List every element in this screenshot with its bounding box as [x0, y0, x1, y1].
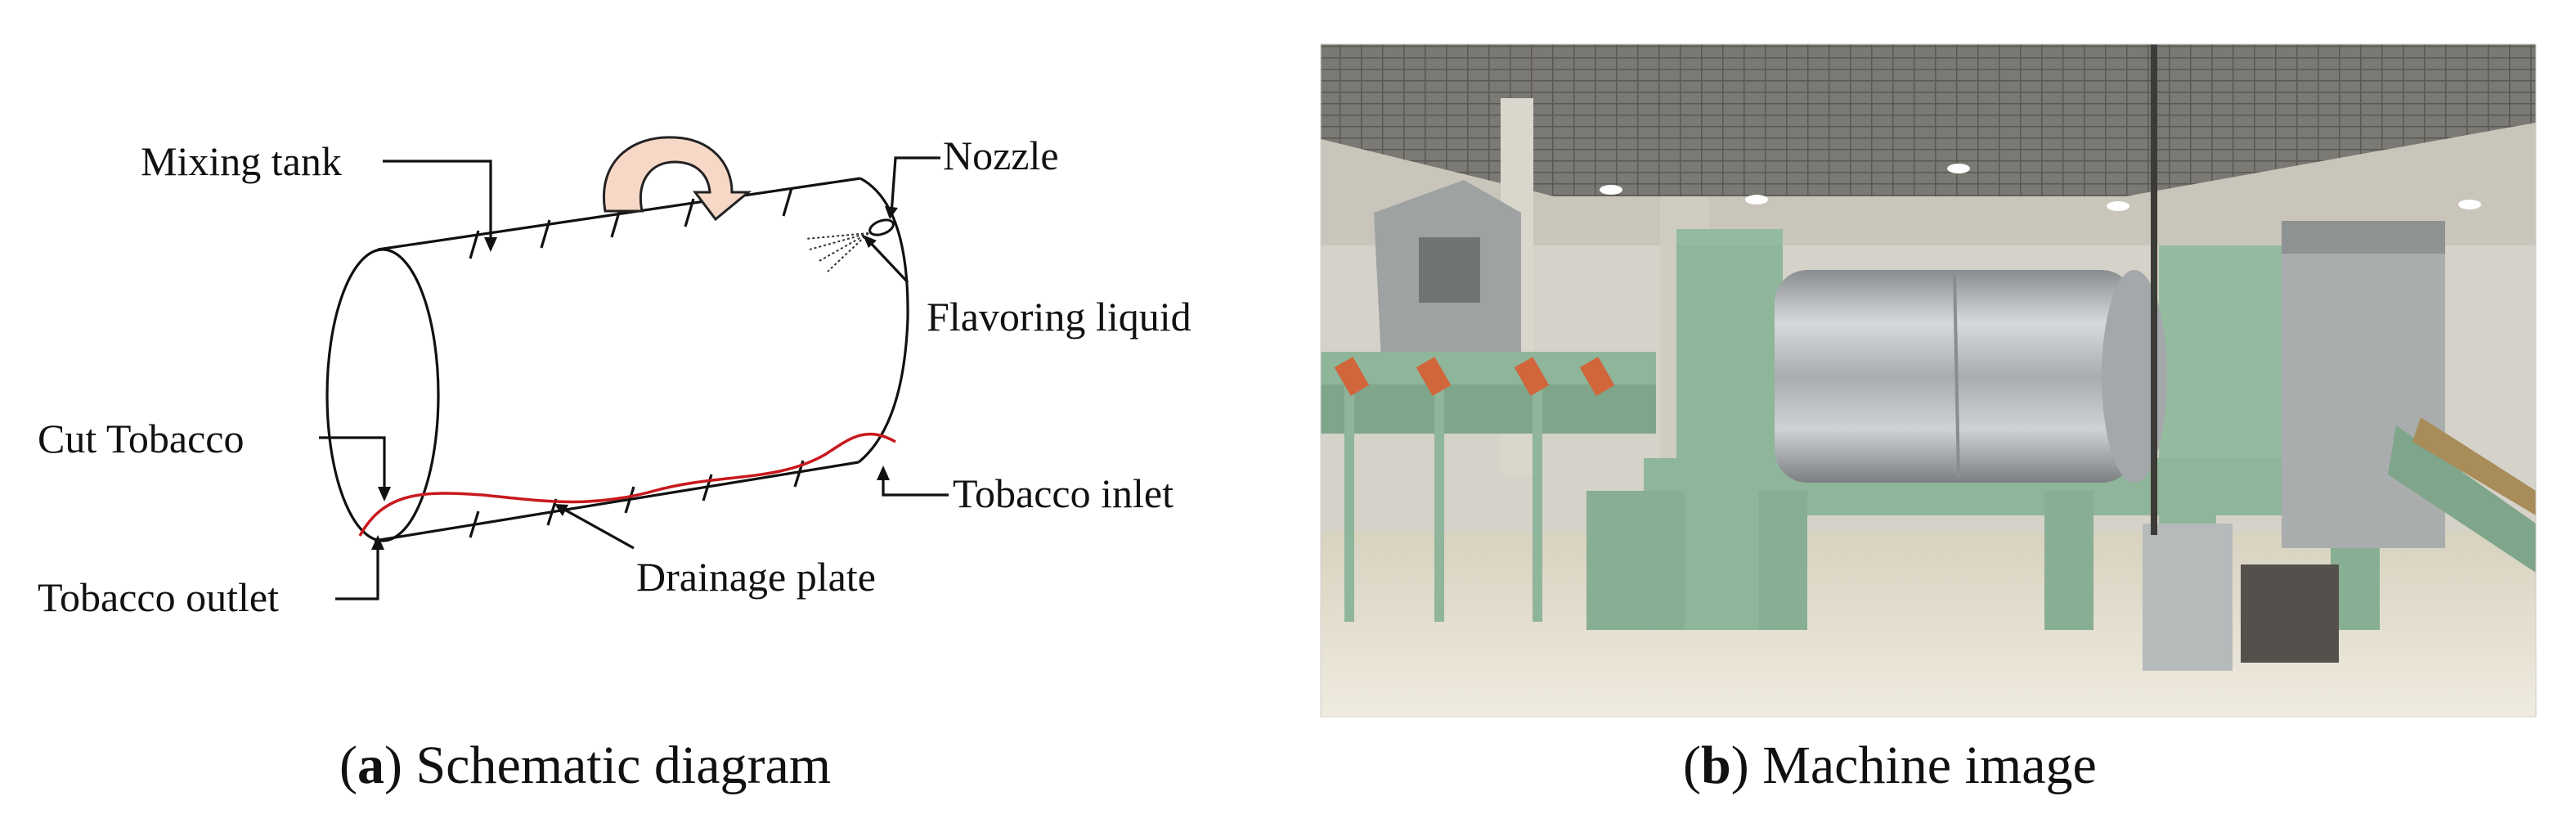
label-cut-tobacco: Cut Tobacco: [38, 416, 244, 461]
leader-arrowheads: [371, 206, 898, 550]
caption-b: (b) Machine image: [1683, 735, 2097, 795]
nozzle-icon: [805, 218, 895, 272]
label-tobacco-inlet: Tobacco inlet: [953, 470, 1174, 516]
label-flavoring-liquid: Flavoring liquid: [927, 294, 1192, 340]
rotation-arrow-icon: [603, 136, 752, 222]
drainage-plate-line: [358, 432, 896, 537]
schematic-diagram: Mixing tank Nozzle Flavoring liquid Cut …: [38, 133, 1192, 795]
label-nozzle: Nozzle: [943, 133, 1059, 178]
label-tobacco-outlet: Tobacco outlet: [38, 574, 279, 620]
mixing-tank-cylinder: [325, 177, 909, 542]
leader-lines: [319, 156, 949, 600]
label-mixing-tank: Mixing tank: [141, 138, 342, 184]
machine-photo: [1321, 44, 2536, 717]
label-drainage-plate: Drainage plate: [636, 554, 876, 600]
caption-a: (a) Schematic diagram: [339, 735, 831, 795]
